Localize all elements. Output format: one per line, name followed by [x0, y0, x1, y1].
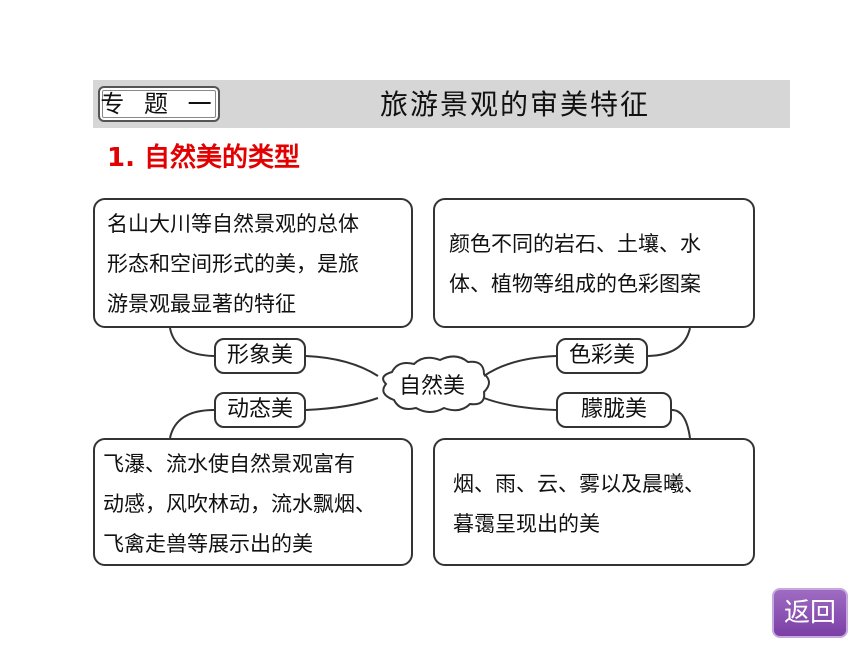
center-node-label: 自然美: [398, 374, 465, 399]
connector-top-left: [169, 327, 215, 357]
topic-title: 旅游景观的审美特征: [380, 88, 651, 121]
box-haze-description: 烟、雨、云、雾以及晨曦、 暮霭呈现出的美: [433, 438, 755, 566]
box-line: 游景观最显著的特征: [107, 292, 296, 316]
box-color-description: 颜色不同的岩石、土壤、水 体、植物等组成的色彩图案: [433, 198, 755, 328]
center-cloud-shape: [382, 355, 490, 413]
connector-top-right: [647, 327, 691, 357]
label-haze-beauty: 朦胧美: [556, 392, 672, 428]
label-shape-beauty: 形象美: [214, 338, 306, 374]
connector-haze-center: [483, 397, 557, 411]
back-button[interactable]: 返回: [772, 588, 848, 638]
box-line: 动感，风吹林动，流水飘烟、: [103, 492, 376, 516]
box-shape-description: 名山大川等自然景观的总体 形态和空间形式的美，是旅 游景观最显著的特征: [93, 198, 413, 328]
box-line: 颜色不同的岩石、土壤、水: [449, 232, 701, 256]
topic-tag: 专 题 一: [98, 86, 220, 122]
box-line: 烟、雨、云、雾以及晨曦、: [453, 472, 705, 496]
connector-color-center: [483, 355, 557, 377]
box-line: 飞禽走兽等展示出的美: [103, 532, 313, 556]
box-line: 飞瀑、流水使自然景观富有: [103, 452, 355, 476]
connector-bottom-left: [169, 409, 215, 439]
box-line: 暮霭呈现出的美: [453, 512, 600, 536]
label-motion-beauty: 动态美: [214, 392, 306, 428]
section-title: 1. 自然美的类型: [107, 143, 301, 173]
connector-shape-center: [305, 355, 379, 377]
label-color-beauty: 色彩美: [556, 338, 648, 374]
box-motion-description: 飞瀑、流水使自然景观富有 动感，风吹林动，流水飘烟、 飞禽走兽等展示出的美: [93, 438, 413, 566]
box-line: 名山大川等自然景观的总体: [107, 212, 359, 236]
box-line: 形态和空间形式的美，是旅: [107, 252, 359, 276]
connector-motion-center: [305, 397, 379, 411]
box-line: 体、植物等组成的色彩图案: [449, 272, 701, 296]
connector-bottom-right: [671, 409, 691, 439]
